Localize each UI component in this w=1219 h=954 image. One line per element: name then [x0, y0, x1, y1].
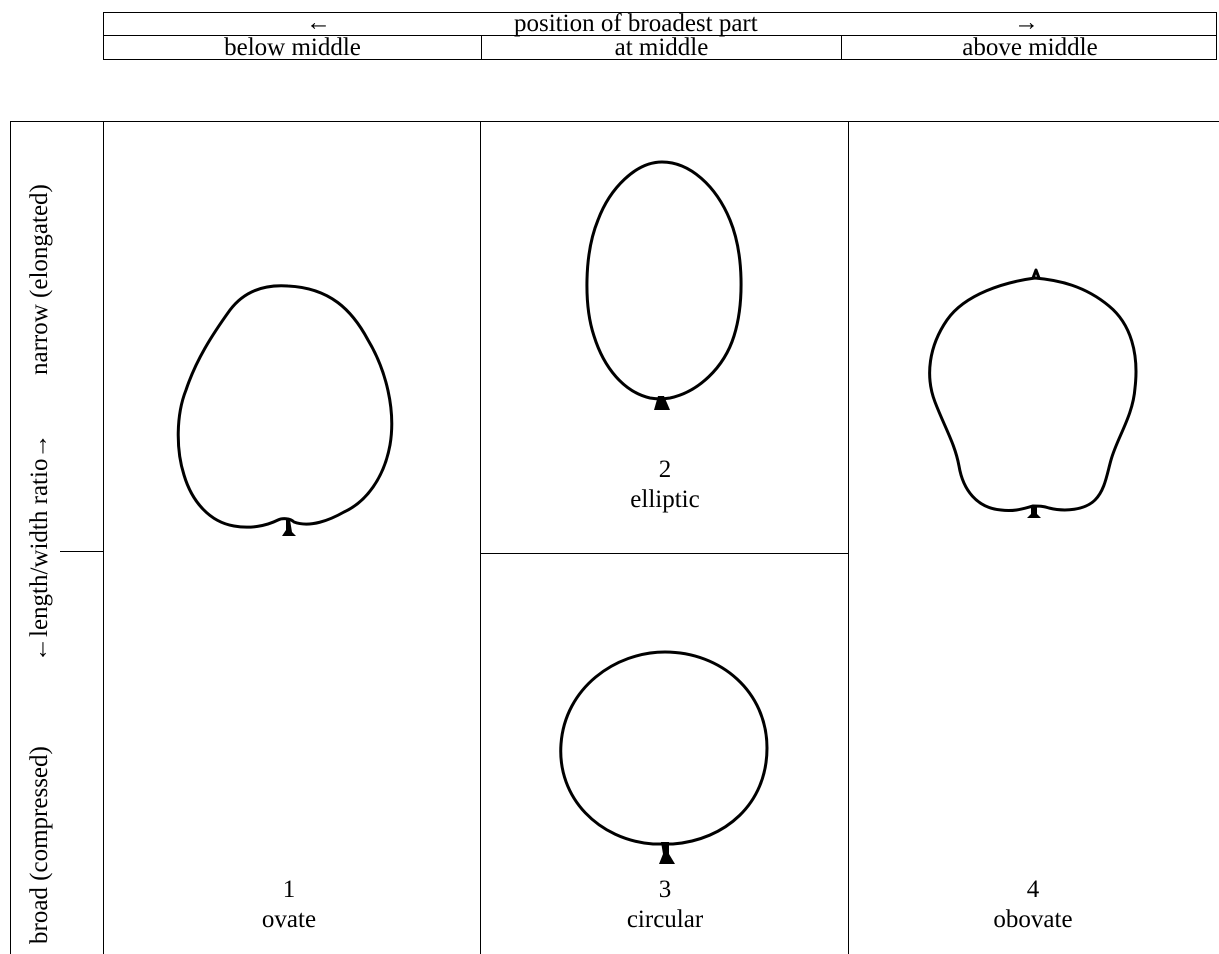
shape-name-elliptic: elliptic	[630, 486, 700, 513]
side-axis-top-border	[10, 121, 103, 122]
shape-name-circular: circular	[626, 906, 704, 933]
grid-left-border	[103, 121, 104, 954]
grid-col-divider-2	[848, 121, 849, 954]
grid-col-divider-1	[480, 121, 481, 954]
header-title: position of broadest part	[514, 10, 758, 37]
shape-name-ovate: ovate	[261, 906, 317, 933]
shape-name-obovate: obovate	[993, 906, 1073, 933]
side-label-ratio: ←length/width ratio→	[26, 433, 53, 662]
grid-top-border	[103, 121, 1219, 122]
shape-number-obovate: 4	[1026, 876, 1040, 903]
header-title-row: ← position of broadest part →	[104, 9, 1216, 37]
grid-middle-row-divider	[480, 553, 849, 554]
circular-fruit-outline	[559, 650, 769, 864]
side-label-narrow: narrow (elongated)	[26, 184, 53, 375]
header-table: ← position of broadest part → below midd…	[103, 9, 1217, 61]
side-axis-left-border	[10, 121, 11, 954]
shape-number-elliptic: 2	[658, 456, 672, 483]
ovate-fruit-outline	[176, 284, 394, 536]
column-header-above-middle: above middle	[962, 34, 1098, 61]
side-label-broad: broad (compressed)	[26, 746, 53, 944]
shape-number-circular: 3	[658, 876, 672, 903]
column-header-below-middle: below middle	[104, 35, 482, 60]
arrow-left-icon: ←	[306, 9, 331, 36]
elliptic-fruit-outline	[585, 160, 743, 410]
obovate-fruit-outline	[928, 268, 1138, 518]
column-header-at-middle: at middle	[482, 35, 842, 60]
arrow-right-icon: →	[1014, 9, 1039, 36]
shape-number-ovate: 1	[282, 876, 296, 903]
side-axis-divider	[60, 551, 103, 552]
header-columns-row: below middle at middle above middle	[104, 34, 1216, 61]
